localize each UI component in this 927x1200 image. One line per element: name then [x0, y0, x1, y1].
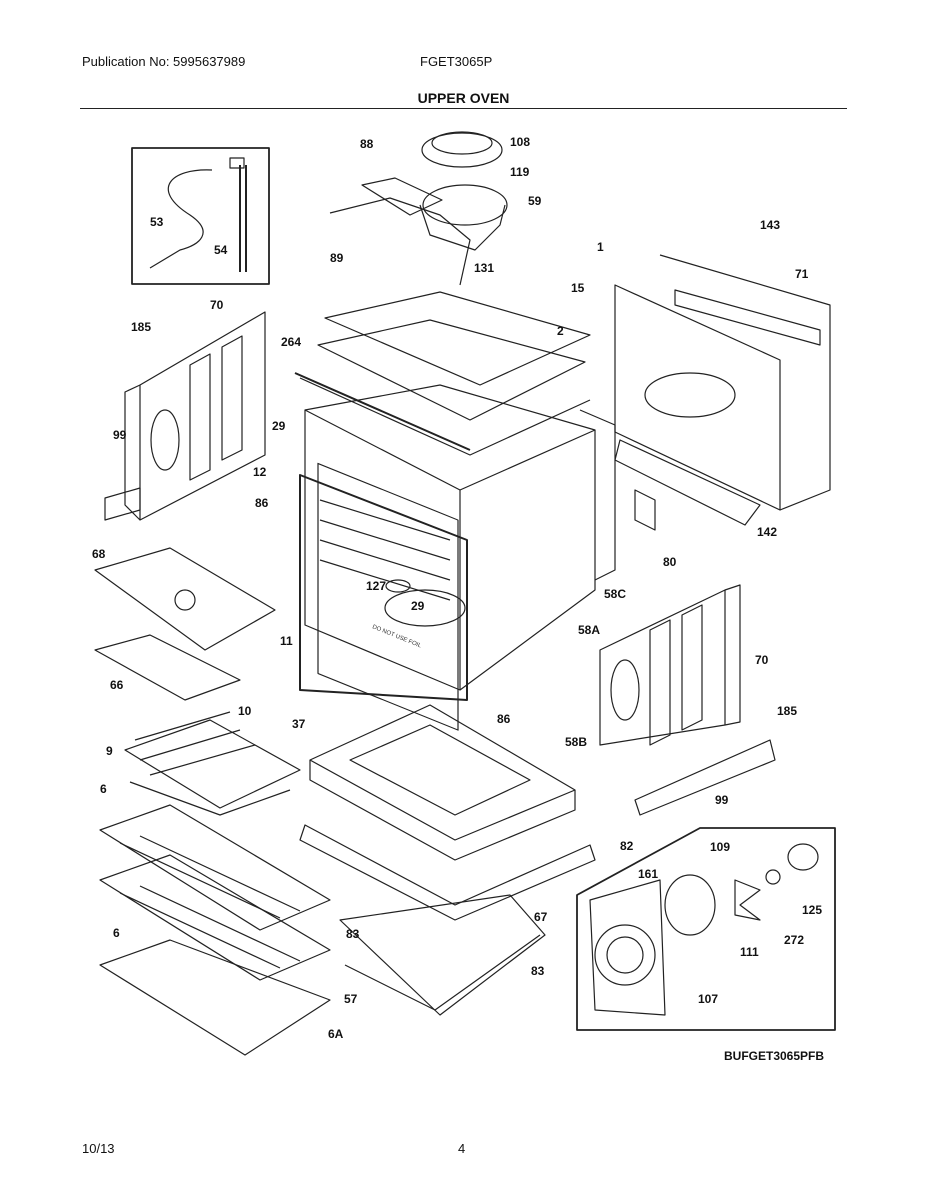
callout-70: 70 — [210, 298, 224, 312]
figure-code: BUFGET3065PFB — [724, 1049, 825, 1063]
probe-inset — [131, 147, 270, 285]
callout-6: 6 — [100, 782, 107, 796]
callout-131: 131 — [474, 261, 494, 275]
callout-88: 88 — [360, 137, 374, 151]
callout-83: 83 — [346, 927, 360, 941]
callout-111: 111 — [740, 945, 759, 959]
oven-cavity — [299, 384, 616, 731]
callout-107: 107 — [698, 992, 718, 1006]
bottom-frame — [299, 704, 596, 1016]
callout-108: 108 — [510, 135, 530, 149]
callout-185: 185 — [777, 704, 797, 718]
callout-99: 99 — [113, 428, 127, 442]
right-side-panel — [599, 584, 776, 816]
callout-82: 82 — [620, 839, 634, 853]
callout-59: 59 — [528, 194, 542, 208]
model-number: FGET3065P — [420, 54, 493, 69]
callout-6: 6 — [113, 926, 120, 940]
callout-86: 86 — [255, 496, 269, 510]
callout-58a: 58A — [578, 623, 600, 637]
callout-71: 71 — [795, 267, 809, 281]
rear-panel — [614, 254, 831, 531]
callout-57: 57 — [344, 992, 358, 1006]
broil-pan — [94, 547, 301, 816]
callout-272: 272 — [784, 933, 804, 947]
publication-number: Publication No: 5995637989 — [82, 54, 246, 69]
callout-66: 66 — [110, 678, 124, 692]
callout-37: 37 — [292, 717, 306, 731]
callout-125: 125 — [802, 903, 822, 917]
header-rule — [80, 108, 847, 109]
oven-racks — [99, 804, 331, 1056]
callout-15: 15 — [571, 281, 585, 295]
callout-86: 86 — [497, 712, 511, 726]
callout-54: 54 — [214, 243, 228, 257]
callout-143: 143 — [760, 218, 780, 232]
callout-68: 68 — [92, 547, 106, 561]
callout-1: 1 — [597, 240, 604, 254]
callout-70: 70 — [755, 653, 769, 667]
section-title: UPPER OVEN — [417, 90, 510, 106]
callout-6a: 6A — [328, 1027, 344, 1041]
callout-9: 9 — [106, 744, 113, 758]
callout-99: 99 — [715, 793, 729, 807]
callout-11: 11 — [280, 634, 293, 648]
callout-264: 264 — [281, 335, 301, 349]
callout-53: 53 — [150, 215, 164, 229]
callout-labels: 1088811959143171535489131152701852642999… — [92, 135, 822, 1041]
callout-119: 119 — [510, 165, 530, 179]
publication-date: 10/13 — [82, 1141, 115, 1156]
callout-29: 29 — [411, 599, 425, 613]
callout-109: 109 — [710, 840, 730, 854]
callout-58c: 58C — [604, 587, 626, 601]
callout-127: 127 — [366, 579, 386, 593]
cavity-stamp: DO NOT USE FOIL — [371, 624, 422, 649]
callout-58b: 58B — [565, 735, 587, 749]
callout-185: 185 — [131, 320, 151, 334]
callout-67: 67 — [534, 910, 548, 924]
page-number: 4 — [458, 1141, 466, 1156]
callout-2: 2 — [557, 324, 564, 338]
fan-inset — [576, 827, 836, 1031]
callout-10: 10 — [238, 704, 252, 718]
fan-motor-top — [329, 131, 508, 286]
callout-83: 83 — [531, 964, 545, 978]
callout-12: 12 — [253, 465, 267, 479]
top-plates — [294, 291, 591, 456]
callout-29: 29 — [272, 419, 286, 433]
callout-161: 161 — [638, 867, 658, 881]
callout-80: 80 — [663, 555, 677, 569]
callout-89: 89 — [330, 251, 344, 265]
left-side-panel — [104, 311, 266, 521]
callout-142: 142 — [757, 525, 777, 539]
